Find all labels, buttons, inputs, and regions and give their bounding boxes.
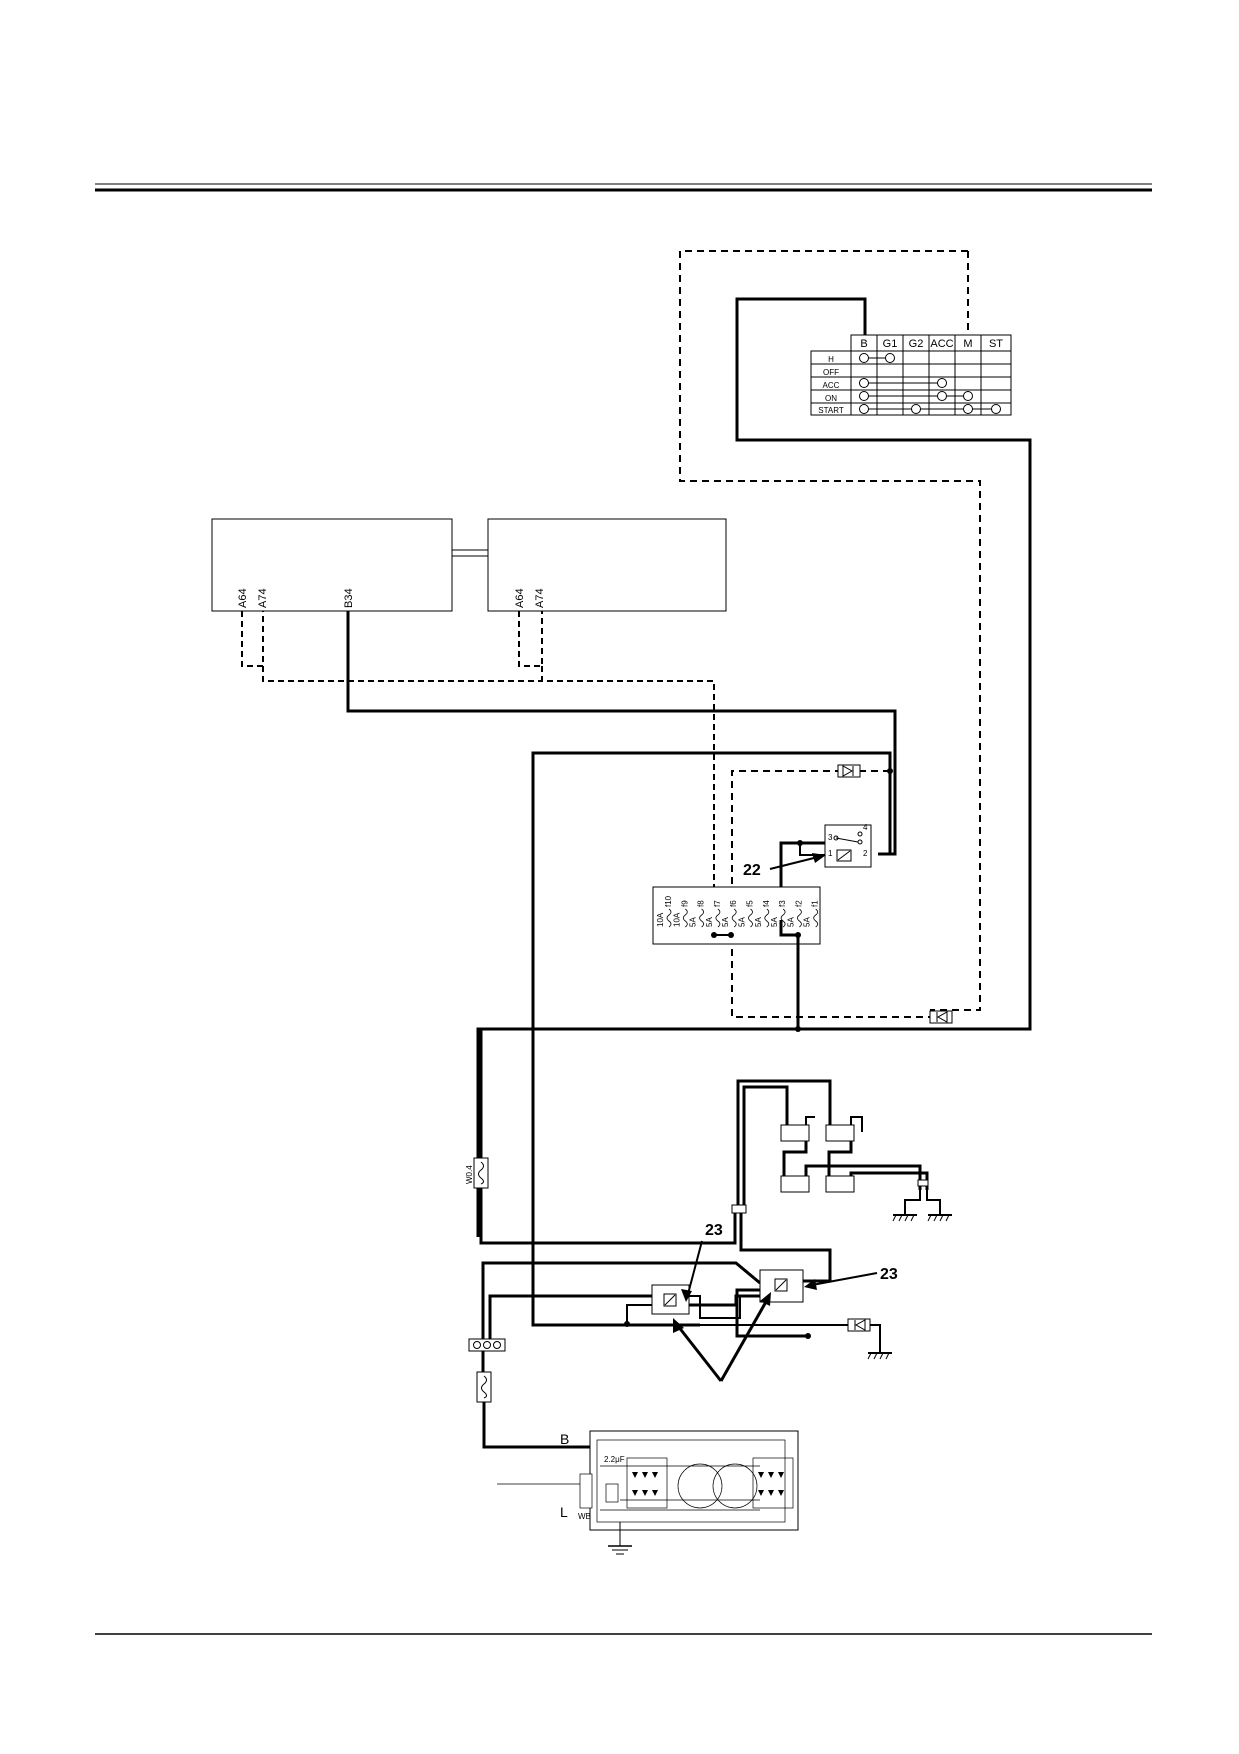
controller-left: A64 A74 B34: [211, 518, 453, 612]
switch-row-off: OFF: [823, 368, 839, 377]
alternator-pin-wb: WB: [578, 1512, 591, 1521]
ground-symbol-battery-1: [892, 1190, 921, 1222]
fusible-link-label: W0.4: [465, 1165, 474, 1184]
pin-a64-right: A64: [514, 588, 526, 608]
switch-col-b: B: [860, 338, 867, 350]
fuse-f6-rating: 5A: [721, 917, 730, 927]
switch-row-h: H: [828, 355, 834, 364]
fuse-f8-rating: 5A: [689, 917, 698, 927]
main-fuse: [476, 1371, 492, 1403]
relay-23-left: [651, 1284, 690, 1315]
fuse-f4-id: f4: [762, 900, 771, 907]
switch-row-acc: ACC: [823, 381, 840, 390]
battery-1: [780, 1124, 810, 1142]
alternator-capacitor: 2.2μF: [604, 1455, 625, 1464]
fuse-f1-rating: 5A: [803, 917, 812, 927]
controller-link: [452, 549, 488, 557]
fuse-f1: 5A f1: [803, 900, 820, 928]
ground-symbol-alternator: [608, 1522, 632, 1555]
relay-coil-arrows: [673, 1292, 771, 1382]
battery-bank: [731, 1079, 952, 1222]
callout-23-left: 23: [681, 1222, 723, 1302]
alternator-terminal-b: B: [560, 1431, 569, 1447]
switch-col-st: ST: [989, 338, 1003, 350]
relay23-left-power-wire: [739, 1213, 832, 1283]
ignition-switch: B G1 G2 ACC M ST H OFF ACC ON START: [476, 250, 1032, 1237]
fuse-f6-id: f6: [729, 900, 738, 907]
callout-23-right: 23: [804, 1266, 898, 1290]
fuse-f6: 5A f6: [721, 900, 738, 928]
fusible-link-wire: [479, 1188, 737, 1245]
callout-23-left-label: 23: [705, 1222, 723, 1239]
fuse-f9-rating: 10A: [672, 912, 681, 927]
fuse-f3-id: f3: [778, 900, 787, 907]
fuse-f8: 5A f8: [689, 900, 706, 928]
fuse-f2-id: f2: [794, 900, 803, 907]
relay-22: 3 1 2 4: [824, 823, 872, 868]
fuse-f3: 5A f3: [770, 900, 787, 928]
ground-symbol-relay: [867, 1352, 892, 1360]
pin-b34-left: B34: [343, 588, 355, 608]
fuse-f5-rating: 5A: [738, 917, 747, 927]
fuse-f4: 5A f4: [754, 900, 771, 928]
battery-2: [825, 1124, 855, 1142]
start-dashed-wire: [679, 250, 981, 1011]
battery-feed-wire: [476, 297, 1032, 1237]
fuse-f10-rating: 10A: [656, 912, 665, 927]
callout-22: 22: [743, 853, 826, 879]
ground-wire-diode: [533, 1324, 881, 1353]
callout-22-label: 22: [743, 862, 761, 879]
relay23-left-wire: [488, 1294, 652, 1345]
fuse-f5-id: f5: [746, 900, 755, 907]
switch-row-start: START: [818, 406, 844, 415]
diode-top: [837, 764, 861, 778]
fuse-f9-id: f9: [680, 900, 689, 907]
relay22-pin-1: 1: [828, 849, 833, 858]
b34-signal-wire: [346, 611, 897, 856]
fuse-f1-id: f1: [811, 900, 820, 907]
fuse-f7: 5A f7: [705, 900, 722, 928]
fuse-f5: 5A f5: [738, 900, 755, 928]
fuse-f2: 5A f2: [786, 900, 803, 928]
fuse-f2-rating: 5A: [786, 917, 795, 927]
connector-3pin: [468, 1338, 506, 1352]
switch-col-g2: G2: [909, 338, 924, 350]
ground-symbol-battery-2: [926, 1190, 952, 1222]
switch-row-on: ON: [825, 394, 837, 403]
diode-ground: [847, 1318, 871, 1332]
fuse-f3-f1-jumper: [779, 920, 800, 1029]
relay22-pin-4: 4: [863, 823, 868, 832]
fuse-f7-rating: 5A: [705, 917, 714, 927]
fuse-f10-id: f10: [664, 895, 673, 907]
alternator: B L 2.2μF 1 2 WB: [497, 1430, 799, 1531]
fuse-f9: 10A f9: [672, 900, 689, 928]
switch-col-acc: ACC: [930, 338, 953, 350]
switch-col-m: M: [963, 338, 972, 350]
alternator-b-wire: [482, 1402, 592, 1449]
fuse-f8-id: f8: [697, 900, 706, 907]
can-bus-dashed-wires: [241, 611, 715, 936]
alternator-terminal-l: L: [560, 1504, 568, 1520]
pin-a74-left: A74: [257, 588, 269, 608]
pin-a74-right: A74: [534, 588, 546, 608]
battery-4: [825, 1175, 855, 1193]
fuse-f3-rating: 5A: [770, 917, 779, 927]
relay22-pin-3: 3: [828, 833, 833, 842]
pin-a64-left: A64: [237, 588, 249, 608]
fusible-link: W0.4: [465, 1157, 489, 1189]
header-rule: [95, 183, 1152, 192]
relay22-pin-2: 2: [863, 849, 868, 858]
relay23-feed-wire: [481, 1261, 761, 1345]
fuse-f4-rating: 5A: [754, 917, 763, 927]
controller-right: A64 A74: [487, 518, 727, 612]
switch-col-g1: G1: [883, 338, 898, 350]
fuse-f7-id: f7: [713, 900, 722, 907]
callout-23-right-label: 23: [880, 1266, 898, 1283]
diode-bottom: [929, 1010, 953, 1024]
battery-3: [780, 1175, 810, 1193]
